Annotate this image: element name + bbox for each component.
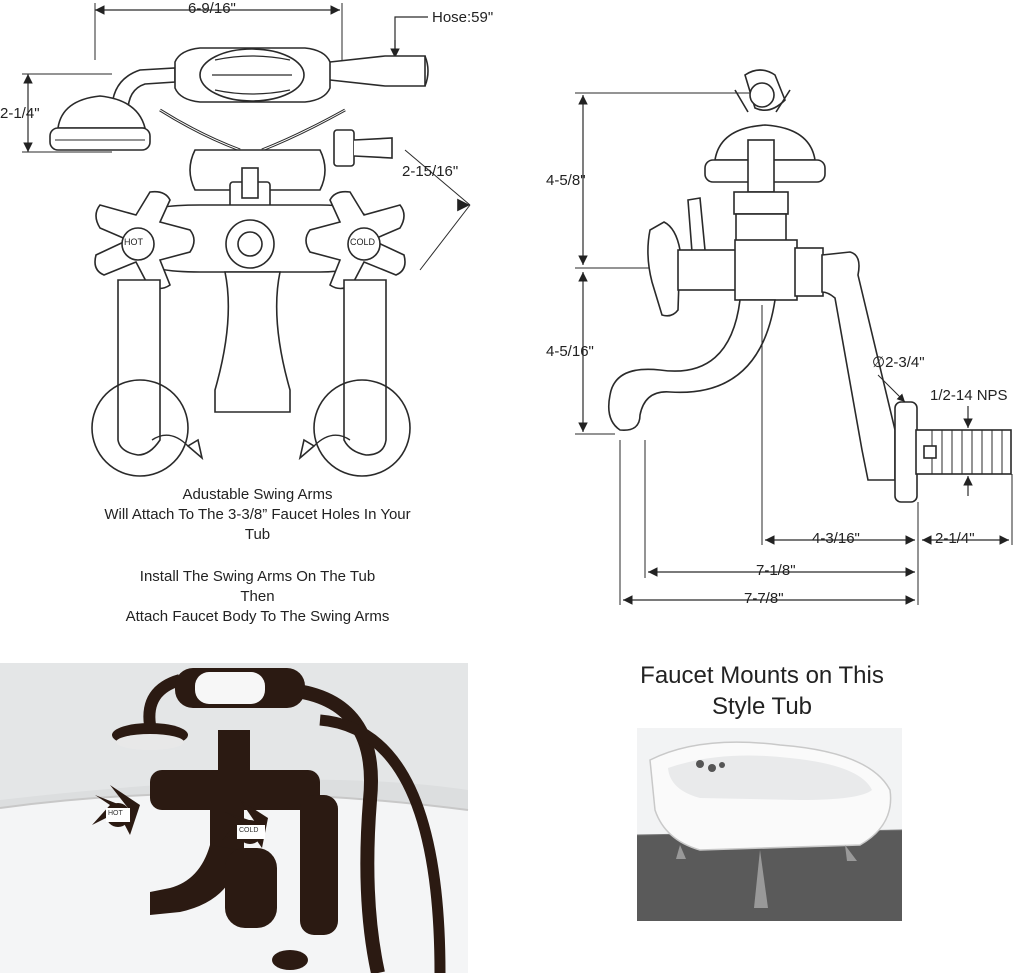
side-view-drawing (575, 69, 1013, 605)
heading-line: Faucet Mounts on This (640, 662, 884, 689)
shank-dim-label: 2-1/4" (935, 530, 975, 547)
note-line: Attach Faucet Body To The Swing Arms (125, 608, 390, 625)
spout-length-dim-label: 7-1/8" (756, 562, 796, 579)
hose-length-label: Hose:59" (432, 9, 494, 26)
note-line: Install The Swing Arms On The Tub (139, 568, 376, 585)
thread-size-label: 1/2-14 NPS (930, 387, 1008, 404)
note-line: Tub (244, 526, 271, 543)
photo-hot-label: HOT (108, 810, 123, 817)
diverter-dim-label: 2-15/16" (402, 163, 459, 180)
front-view-drawing (22, 3, 471, 477)
tub-style-heading: Faucet Mounts on This Style Tub (612, 660, 912, 722)
note-line: Adustable Swing Arms (182, 486, 333, 503)
flange-diameter-label: ∅2-3/4" (872, 354, 925, 371)
swing-arms-note: Adustable Swing Arms Will Attach To The … (60, 485, 455, 545)
lower-height-dim-label: 4-5/16" (546, 343, 594, 360)
upper-height-dim-label: 4-5/8" (546, 172, 586, 189)
front-width-dim-label: 6-9/16" (188, 0, 236, 17)
faucet-photo (0, 663, 469, 973)
photo-cold-label: COLD (239, 827, 259, 834)
install-note: Install The Swing Arms On The Tub Then A… (60, 567, 455, 627)
note-line: Will Attach To The 3-3/8” Faucet Holes I… (104, 506, 411, 523)
hot-handle-label: HOT (124, 237, 143, 247)
heading-line: Style Tub (711, 693, 813, 720)
overall-length-dim-label: 7-7/8" (744, 590, 784, 607)
cold-handle-label: COLD (350, 237, 376, 247)
clawfoot-tub-photo (636, 728, 903, 921)
reach-dim-label: 4-3/16" (812, 530, 860, 547)
note-line: Then (240, 588, 275, 605)
head-height-dim-label: 2-1/4" (0, 105, 40, 122)
